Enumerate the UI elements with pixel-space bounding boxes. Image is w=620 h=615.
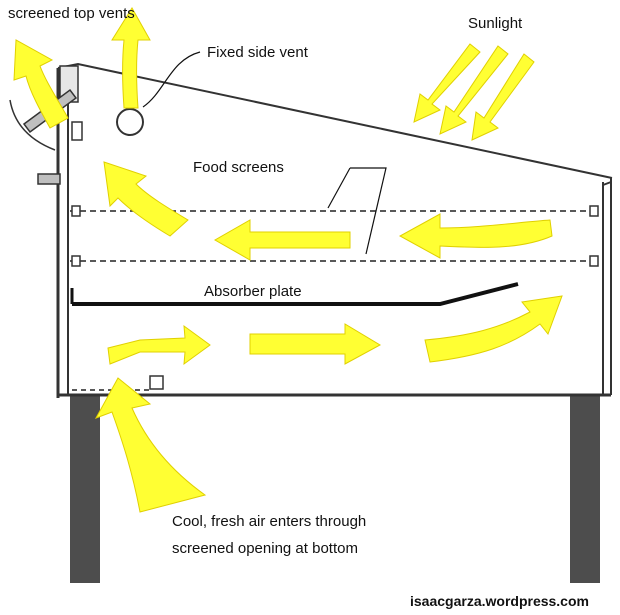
absorber-plate: [72, 282, 519, 306]
food-screens: [70, 210, 600, 262]
airflow-arrows: [13, 7, 563, 513]
intake-label-line1: Cool, fresh air enters through: [172, 513, 366, 530]
food-screens-label: Food screens: [193, 159, 284, 176]
exhaust-arrow-left: [13, 39, 69, 129]
side-vent-label: Fixed side vent: [207, 44, 309, 61]
intake-label-line2: screened opening at bottom: [172, 540, 358, 557]
bottom-bracket: [149, 375, 164, 390]
exhaust-arrow-vent: [111, 7, 151, 109]
side-vent-circle: [116, 108, 144, 136]
sunlight-arrow-2: [439, 45, 509, 135]
screen-brackets: [71, 205, 599, 267]
top-vents-label: screened top vents: [8, 5, 135, 22]
left-leg: [70, 395, 100, 583]
lower-arrow-3: [424, 295, 563, 363]
sunlight-label: Sunlight: [468, 15, 523, 32]
upper-arrow-left: [103, 161, 189, 237]
sunlight-arrow-1: [413, 43, 481, 123]
lower-arrow-2: [249, 323, 382, 365]
side-handle: [37, 173, 61, 185]
intake-arrow: [94, 377, 207, 513]
right-leg: [570, 395, 600, 583]
leader-lines: [142, 51, 387, 255]
credit-text: isaacgarza.wordpress.com: [410, 593, 589, 609]
upper-arrow-middle: [213, 219, 351, 261]
upper-arrow-right: [398, 213, 553, 259]
absorber-label: Absorber plate: [204, 283, 302, 300]
lower-arrow-1: [107, 324, 211, 366]
sunlight-arrow-3: [471, 53, 535, 141]
